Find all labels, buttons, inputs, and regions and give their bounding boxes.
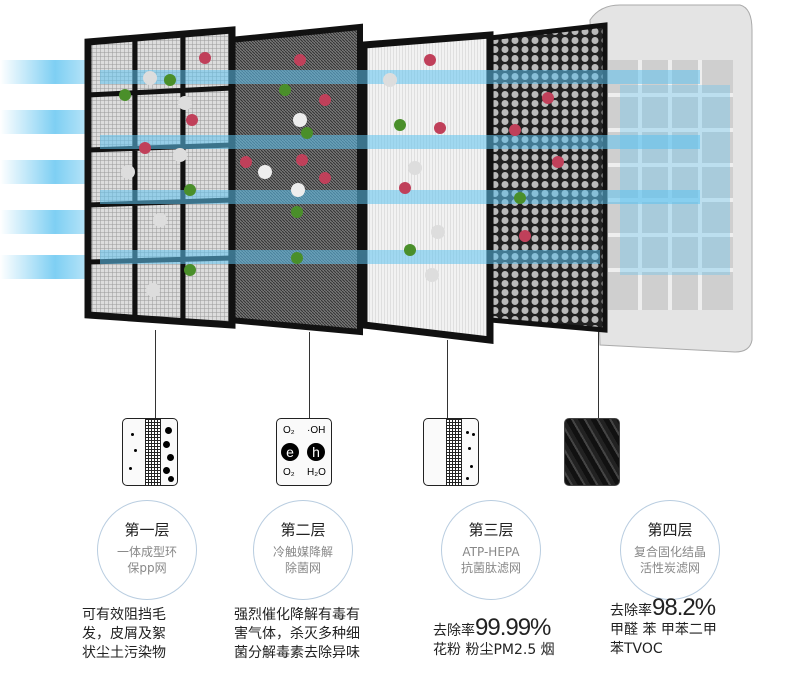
description-line: 状尘土污染物 [82, 645, 166, 661]
layer-4-description: 去除率98.2% 甲醛 苯 甲苯二甲苯TVOC [610, 596, 717, 659]
layer-subtitle: 冷触媒降解 [272, 545, 333, 559]
layer-subtitle: ATP-HEPA [462, 545, 520, 559]
description-line: 发，皮屑及絮 [82, 626, 166, 642]
particles [119, 52, 564, 297]
description-line: 苯TVOC [610, 641, 663, 657]
layer-subtitle: 一体成型环 [116, 545, 177, 559]
description-line: 花粉 粉尘PM2.5 烟 [433, 642, 555, 658]
layer-2-badge: 第二层冷触媒降解除菌网 [253, 500, 353, 600]
description-line: 可有效阻挡毛 [82, 607, 166, 623]
h2o-label: H₂O [307, 467, 326, 478]
layer-title: 第四层 [647, 521, 693, 539]
o2-label: O₂ [283, 425, 295, 436]
catalyst-reaction-icon: O₂ ·OH e h O₂ H₂O [276, 418, 332, 486]
layer-subtitle: 除菌网 [284, 561, 321, 575]
layer-2-description: 强烈催化降解有毒有害气体，杀灭多种细菌分解毒素去除异味 [234, 606, 360, 663]
layer-subtitle: 活性炭滤网 [639, 561, 700, 575]
layer-title: 第二层 [280, 521, 326, 539]
o2-label: O₂ [283, 467, 295, 478]
oh-label: ·OH [307, 425, 326, 436]
removal-label: 去除率 [610, 603, 652, 619]
description-line: 强烈催化降解有毒有 [234, 607, 360, 623]
connector-line-1 [155, 330, 156, 418]
purifier-body [589, 4, 753, 353]
activated-carbon-icon [564, 418, 620, 486]
layer-subtitle: 复合固化结晶 [633, 545, 706, 559]
layer-subtitle: 抗菌肽滤网 [460, 561, 521, 575]
layer-4-badge: 第四层复合固化结晶活性炭滤网 [620, 500, 720, 600]
removal-label: 去除率 [433, 623, 475, 639]
layer-3-description: 去除率99.99% 花粉 粉尘PM2.5 烟 [433, 616, 555, 660]
description-line: 菌分解毒素去除异味 [234, 645, 360, 661]
description-line: 害气体，杀灭多种细 [234, 626, 360, 642]
layer-title: 第一层 [124, 521, 170, 539]
hole-icon: h [307, 443, 325, 461]
hepa-mesh-icon [423, 418, 479, 486]
connector-line-2 [309, 332, 310, 418]
filter-layers-illustration [0, 4, 753, 353]
connector-line-3 [447, 340, 448, 418]
layer-subtitle: 保pp网 [127, 561, 167, 575]
pp-mesh-icon [122, 418, 178, 486]
removal-rate: 99.99% [475, 614, 551, 641]
layer-3-badge: 第三层 ATP-HEPA 抗菌肽滤网 [441, 500, 541, 600]
electron-icon: e [281, 443, 299, 461]
layer-1-badge: 第一层一体成型环保pp网 [97, 500, 197, 600]
layer-1-description: 可有效阻挡毛发，皮屑及絮状尘土污染物 [82, 606, 166, 663]
air-through-filters [100, 70, 700, 264]
layer-title: 第三层 [468, 521, 514, 539]
connector-line-4 [598, 332, 599, 418]
description-line: 甲醛 苯 甲苯二甲 [610, 622, 717, 638]
removal-rate: 98.2% [652, 594, 716, 621]
